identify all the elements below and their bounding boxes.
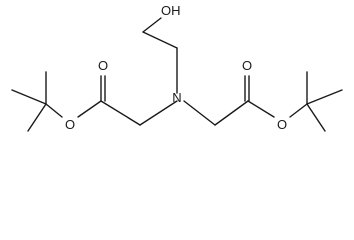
chemical-structure: OH N O O O O	[11, 3, 343, 132]
bonds	[11, 17, 343, 132]
bond-oh-c1	[142, 17, 162, 33]
bond-c1-c2	[142, 31, 178, 49]
atom-label-left-carbonyl-oxygen: O	[98, 58, 108, 73]
bond-n-ch2-left	[139, 100, 178, 126]
bond-oester-cq-left	[45, 103, 63, 118]
bond-ch2-cco-left	[100, 100, 141, 126]
atom-label-nitrogen: N	[172, 90, 181, 105]
atom-labels: OH N O O O O	[65, 3, 287, 132]
bond-cq-me3-left	[27, 103, 47, 132]
atom-label-right-ester-oxygen: O	[277, 117, 287, 132]
bond-n-ch2-right	[183, 100, 216, 126]
atom-label-hydroxyl: OH	[161, 3, 181, 18]
bond-cq-me2-right	[306, 89, 343, 105]
bond-cq-me2-left	[11, 89, 47, 105]
bond-cco-oester-right	[247, 100, 275, 118]
atom-label-right-carbonyl-oxygen: O	[242, 58, 252, 73]
bond-cco-oester-left	[77, 100, 102, 118]
bond-ch2-cco-right	[214, 100, 249, 126]
bond-cq-me3-right	[306, 103, 326, 132]
bond-oester-cq-right	[289, 103, 308, 118]
atom-label-left-ester-oxygen: O	[65, 117, 75, 132]
